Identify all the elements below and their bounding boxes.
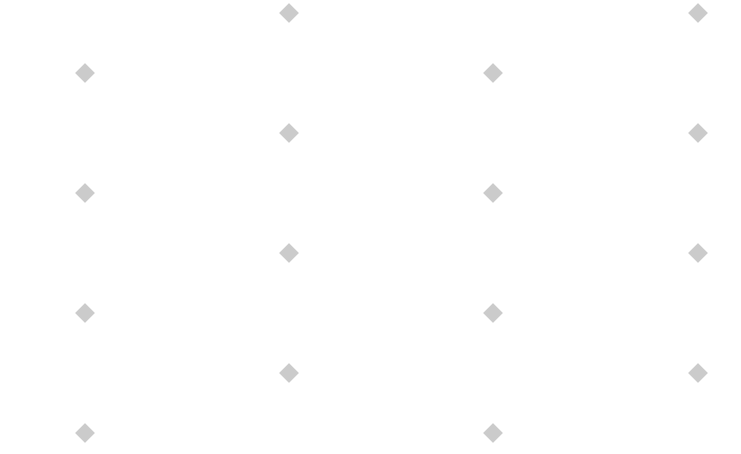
diamond-icon: [688, 243, 708, 263]
diamond-icon: [75, 423, 95, 443]
diamond-icon: [279, 123, 299, 143]
diamond-icon: [279, 363, 299, 383]
diamond-icon: [688, 363, 708, 383]
diamond-icon: [483, 183, 503, 203]
diamond-icon: [483, 303, 503, 323]
diamond-icon: [688, 3, 708, 23]
diamond-icon: [75, 63, 95, 83]
diamond-icon: [483, 63, 503, 83]
diamond-icon: [75, 303, 95, 323]
diamond-icon: [483, 423, 503, 443]
diamond-icon: [688, 123, 708, 143]
diamond-icon: [279, 243, 299, 263]
diamond-icon: [75, 183, 95, 203]
diamond-icon: [279, 3, 299, 23]
